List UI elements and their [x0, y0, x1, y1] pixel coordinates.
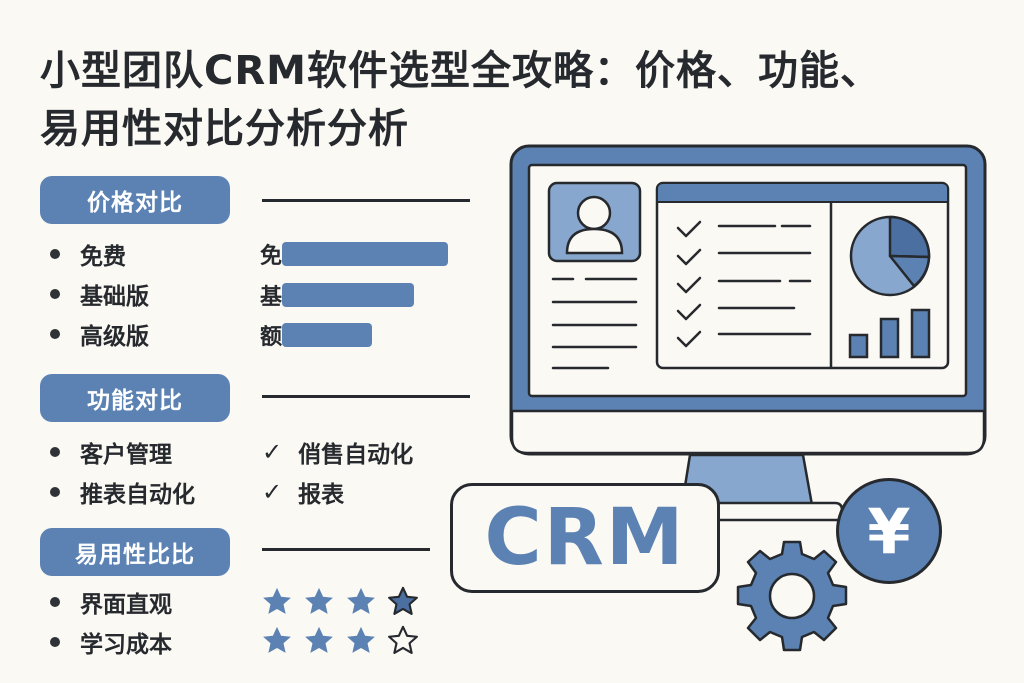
bullet-icon	[50, 329, 60, 339]
price-bar-row: 额	[260, 320, 373, 350]
price-tier-label: 基础版	[80, 284, 149, 310]
check-item: ✓ 报表	[262, 474, 344, 510]
bar-prefix: 基	[260, 285, 283, 310]
list-item: 学习成本	[50, 624, 172, 660]
price-bar	[282, 283, 415, 307]
title-line-1: 小型团队CRM软件选型全攻略：价格、功能、	[40, 48, 881, 94]
gear-icon	[736, 540, 848, 652]
bullet-icon	[50, 597, 60, 607]
checkmark-icon: ✓	[262, 438, 283, 466]
title-line-2: 易用性对比分析分析	[40, 106, 409, 152]
bullet-icon	[50, 447, 60, 457]
list-item: 客户管理	[50, 434, 172, 470]
price-tier-label: 高级版	[80, 324, 149, 350]
check-item: ✓ 俏售自动化	[262, 434, 413, 470]
feature-label: 推表自动化	[80, 482, 195, 508]
star-rating	[260, 585, 420, 619]
star-rating	[260, 624, 420, 658]
feature-label: 俏售自动化	[298, 442, 414, 468]
list-item: 免费	[50, 236, 126, 272]
crm-badge: CRM	[450, 483, 720, 593]
star-empty-icon	[388, 625, 418, 654]
star-filled-icon	[263, 587, 291, 614]
star-filled-icon	[347, 626, 375, 653]
price-bar	[282, 323, 373, 347]
feature-label: 报表	[298, 482, 345, 508]
section-pill-usability: 易用性比比	[40, 528, 230, 576]
page-title: 小型团队CRM软件选型全攻略：价格、功能、 易用性对比分析分析	[40, 42, 1000, 158]
list-item: 高级版	[50, 316, 149, 352]
star-filled-icon	[347, 587, 375, 614]
price-bar-row: 基	[260, 280, 415, 310]
user-avatar-icon	[547, 181, 642, 263]
star-filled-outlined-icon	[388, 586, 418, 615]
price-bar	[282, 242, 449, 266]
usability-label: 界面直观	[80, 592, 172, 618]
section-pill-features: 功能对比	[40, 374, 230, 422]
yen-coin-icon: ¥	[836, 478, 942, 584]
bar-prefix: 免	[260, 244, 283, 269]
star-filled-icon	[305, 626, 333, 653]
checkmark-icon: ✓	[262, 478, 283, 506]
bullet-icon	[50, 487, 60, 497]
list-item: 基础版	[50, 276, 149, 312]
bar-prefix: 额	[260, 325, 283, 350]
section-pill-price: 价格对比	[40, 176, 230, 224]
star-filled-icon	[263, 626, 291, 653]
feature-label: 客户管理	[80, 442, 172, 468]
divider	[262, 548, 430, 551]
divider	[262, 395, 470, 398]
usability-label: 学习成本	[80, 632, 172, 658]
bullet-icon	[50, 637, 60, 647]
price-bar-row: 免	[260, 239, 449, 269]
list-item: 界面直观	[50, 584, 172, 620]
list-item: 推表自动化	[50, 474, 195, 510]
divider	[262, 199, 470, 202]
price-tier-label: 免费	[80, 244, 126, 270]
pie-chart-icon	[849, 215, 931, 297]
text-lines-icon	[551, 277, 638, 370]
bullet-icon	[50, 249, 60, 259]
star-filled-icon	[305, 587, 333, 614]
bar-chart-icon	[848, 308, 931, 359]
bullet-icon	[50, 289, 60, 299]
checklist-icon	[676, 220, 812, 348]
